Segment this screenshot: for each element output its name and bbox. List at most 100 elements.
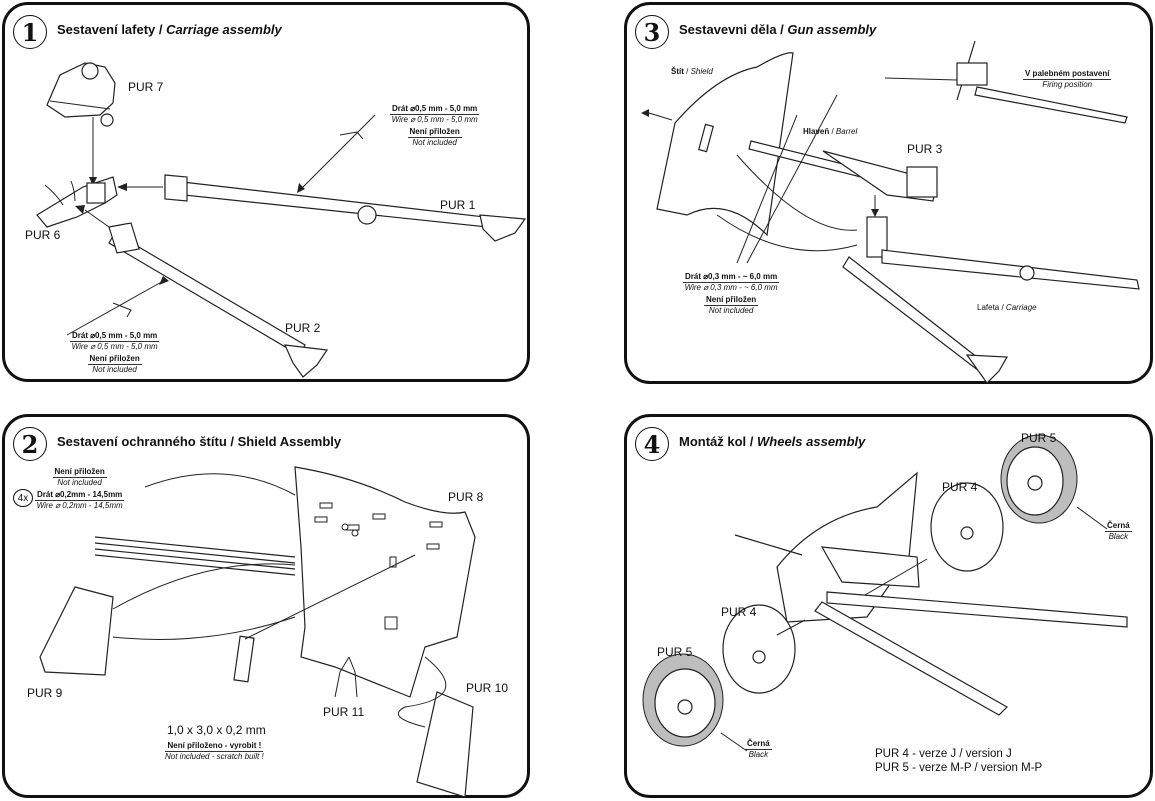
label-en: Barrel	[835, 127, 858, 136]
arrow-pur2	[84, 209, 110, 228]
wheel-pur5-upper	[1000, 434, 1078, 524]
step-number-badge: 1	[13, 15, 47, 49]
wire-spec-en: Wire ⌀ 0,5 mm - 5,0 mm	[391, 115, 478, 124]
label-en: Carriage	[1005, 303, 1037, 312]
not-included-en: Not included	[92, 365, 137, 374]
color-en: Black	[1108, 532, 1129, 541]
plate-dimensions: 1,0 x 3,0 x 0,2 mm	[167, 723, 266, 737]
part-label-pur9: PUR 9	[27, 686, 63, 700]
color-cz: Černá	[1105, 521, 1132, 532]
wire-part-top	[339, 131, 364, 140]
wheel-pur4-lower	[722, 604, 796, 694]
title-en: Gun assembly	[787, 22, 877, 37]
part-label-pur5-lower: PUR 5	[657, 645, 693, 659]
wire-spec-cz: Drát ⌀0,5 mm - 5,0 mm	[70, 331, 160, 342]
title-cz: Sestavení lafety /	[57, 22, 167, 37]
wire-rods-drawing	[94, 536, 296, 576]
panel-gun-assembly: 3 Sestavevni děla / Gun assembly	[624, 2, 1153, 384]
wire-spec-en: Wire ⌀ 0,5 mm - 5,0 mm	[71, 342, 158, 351]
gun-drawing	[641, 40, 1140, 384]
label-cz: Hlaveň	[803, 127, 830, 136]
quantity-badge: 4x	[13, 489, 33, 507]
barrel-label: Hlaveň / Barrel	[803, 127, 858, 136]
color-cz: Černá	[745, 739, 772, 750]
part-pur10-drawing	[416, 691, 474, 798]
carriage-label: Lafeta / Carriage	[977, 303, 1037, 312]
panel-title: Montáž kol / Wheels assembly	[679, 434, 865, 449]
firing-position-note: V palebném postavení Firing position	[1023, 69, 1112, 90]
part-label-pur10: PUR 10	[466, 681, 509, 695]
wire-spec-en: Wire ⌀ 0,3 mm - ~ 6,0 mm	[684, 283, 778, 292]
wire-spec-cz: Drát ⌀0,5 mm - 5,0 mm	[390, 104, 480, 115]
wheel-pur5-lower	[642, 653, 724, 747]
label-cz: Štít	[671, 67, 684, 76]
panel-title: Sestavevni děla / Gun assembly	[679, 22, 876, 37]
part-label-pur5-upper: PUR 5	[1021, 431, 1057, 445]
part-label-pur7: PUR 7	[128, 80, 164, 94]
color-note-upper: Černá Black	[1105, 521, 1132, 542]
color-note-lower: Černá Black	[745, 739, 772, 760]
panel-wheels-assembly: 4 Montáž kol / Wheels assembly	[624, 414, 1153, 798]
not-included-en: Not included	[708, 306, 754, 315]
part-label-pur8: PUR 8	[448, 490, 484, 504]
not-included-en: Not included	[57, 478, 102, 487]
label-cz: Lafeta	[977, 303, 1000, 312]
wire-note-bottom: Drát ⌀0,5 mm - 5,0 mm Wire ⌀ 0,5 mm - 5,…	[70, 331, 160, 375]
step-number-badge: 2	[13, 427, 47, 461]
carriage-drawing	[36, 62, 527, 378]
wire-note: Není přiložen Not included Drát ⌀0,2mm -…	[35, 467, 125, 511]
step-number-badge: 4	[635, 427, 669, 461]
part-pur11-drawing	[334, 656, 358, 698]
not-included-en: Not included	[412, 138, 457, 147]
plate-note-en: Not included - scratch built !	[165, 752, 264, 761]
barrel-drawing	[748, 140, 938, 202]
wheels-drawing	[642, 434, 1128, 752]
part-label-pur4-lower: PUR 4	[721, 605, 757, 619]
version-legend: PUR 4 - verze J / version J PUR 5 - verz…	[875, 747, 1042, 775]
step-number-badge: 3	[635, 15, 669, 49]
wire-spec-cz: Drát ⌀0,3 mm - ~ 6,0 mm	[683, 272, 780, 283]
wheel-pur4-upper	[930, 482, 1004, 572]
shield-drawing	[656, 52, 794, 237]
wire-spec-cz: Drát ⌀0,2mm - 14,5mm	[35, 490, 125, 501]
label-en: Shield	[690, 67, 713, 76]
part-pur6-drawing	[36, 176, 118, 228]
part-pur2-drawing	[108, 222, 329, 378]
not-included-cz: Není přiložen	[52, 467, 107, 478]
title-cz: Montáž kol /	[679, 434, 757, 449]
title-en: Carriage assembly	[166, 22, 282, 37]
title-cz: Sestavevni děla /	[679, 22, 788, 37]
trail-left-drawing	[814, 601, 1008, 716]
version-line: PUR 5 - verze M-P / version M-P	[875, 762, 1043, 774]
shield-label: Štít / Shield	[671, 67, 713, 76]
shield-drawing	[39, 466, 476, 798]
plate-note-cz: Není přiloženo - vyrobit !	[165, 741, 264, 752]
part-label-pur4-upper: PUR 4	[942, 480, 978, 494]
part-label-pur6: PUR 6	[25, 228, 61, 242]
wire-part-bottom	[112, 302, 132, 318]
firing-cz: V palebném postavení	[1023, 69, 1112, 80]
trail-right-drawing	[826, 591, 1128, 628]
firing-position-drawing	[884, 40, 1128, 124]
scratch-plate-drawing	[233, 635, 255, 683]
part-pur7-drawing	[46, 62, 116, 127]
panel-shield-assembly: 2 Sestavení ochranného štítu / Shield As…	[2, 414, 530, 798]
color-en: Black	[748, 750, 769, 759]
wire-spec-en: Wire ⌀ 0,2mm - 14,5mm	[36, 501, 123, 510]
part-label-pur11: PUR 11	[323, 705, 365, 719]
not-included-cz: Není přiložen	[407, 127, 462, 138]
panel-title: Sestavení ochranného štítu / Shield Asse…	[57, 434, 342, 449]
title-en: Wheels assembly	[757, 434, 866, 449]
firing-en: Firing position	[1042, 80, 1093, 89]
not-included-cz: Není přiložen	[87, 354, 142, 365]
part-label-pur3: PUR 3	[907, 142, 943, 156]
plate-note: Není přiloženo - vyrobit ! Not included …	[165, 741, 264, 762]
part-label-pur1: PUR 1	[440, 198, 476, 212]
carriage-drawing	[842, 216, 1140, 384]
not-included-cz: Není přiložen	[703, 295, 759, 306]
wire-note: Drát ⌀0,3 mm - ~ 6,0 mm Wire ⌀ 0,3 mm - …	[683, 272, 780, 316]
version-line: PUR 4 - verze J / version J	[875, 748, 1012, 760]
part-label-pur2: PUR 2	[285, 321, 321, 335]
panel-title: Sestavení lafety / Carriage assembly	[57, 22, 282, 37]
wire-note-top: Drát ⌀0,5 mm - 5,0 mm Wire ⌀ 0,5 mm - 5,…	[390, 104, 480, 148]
